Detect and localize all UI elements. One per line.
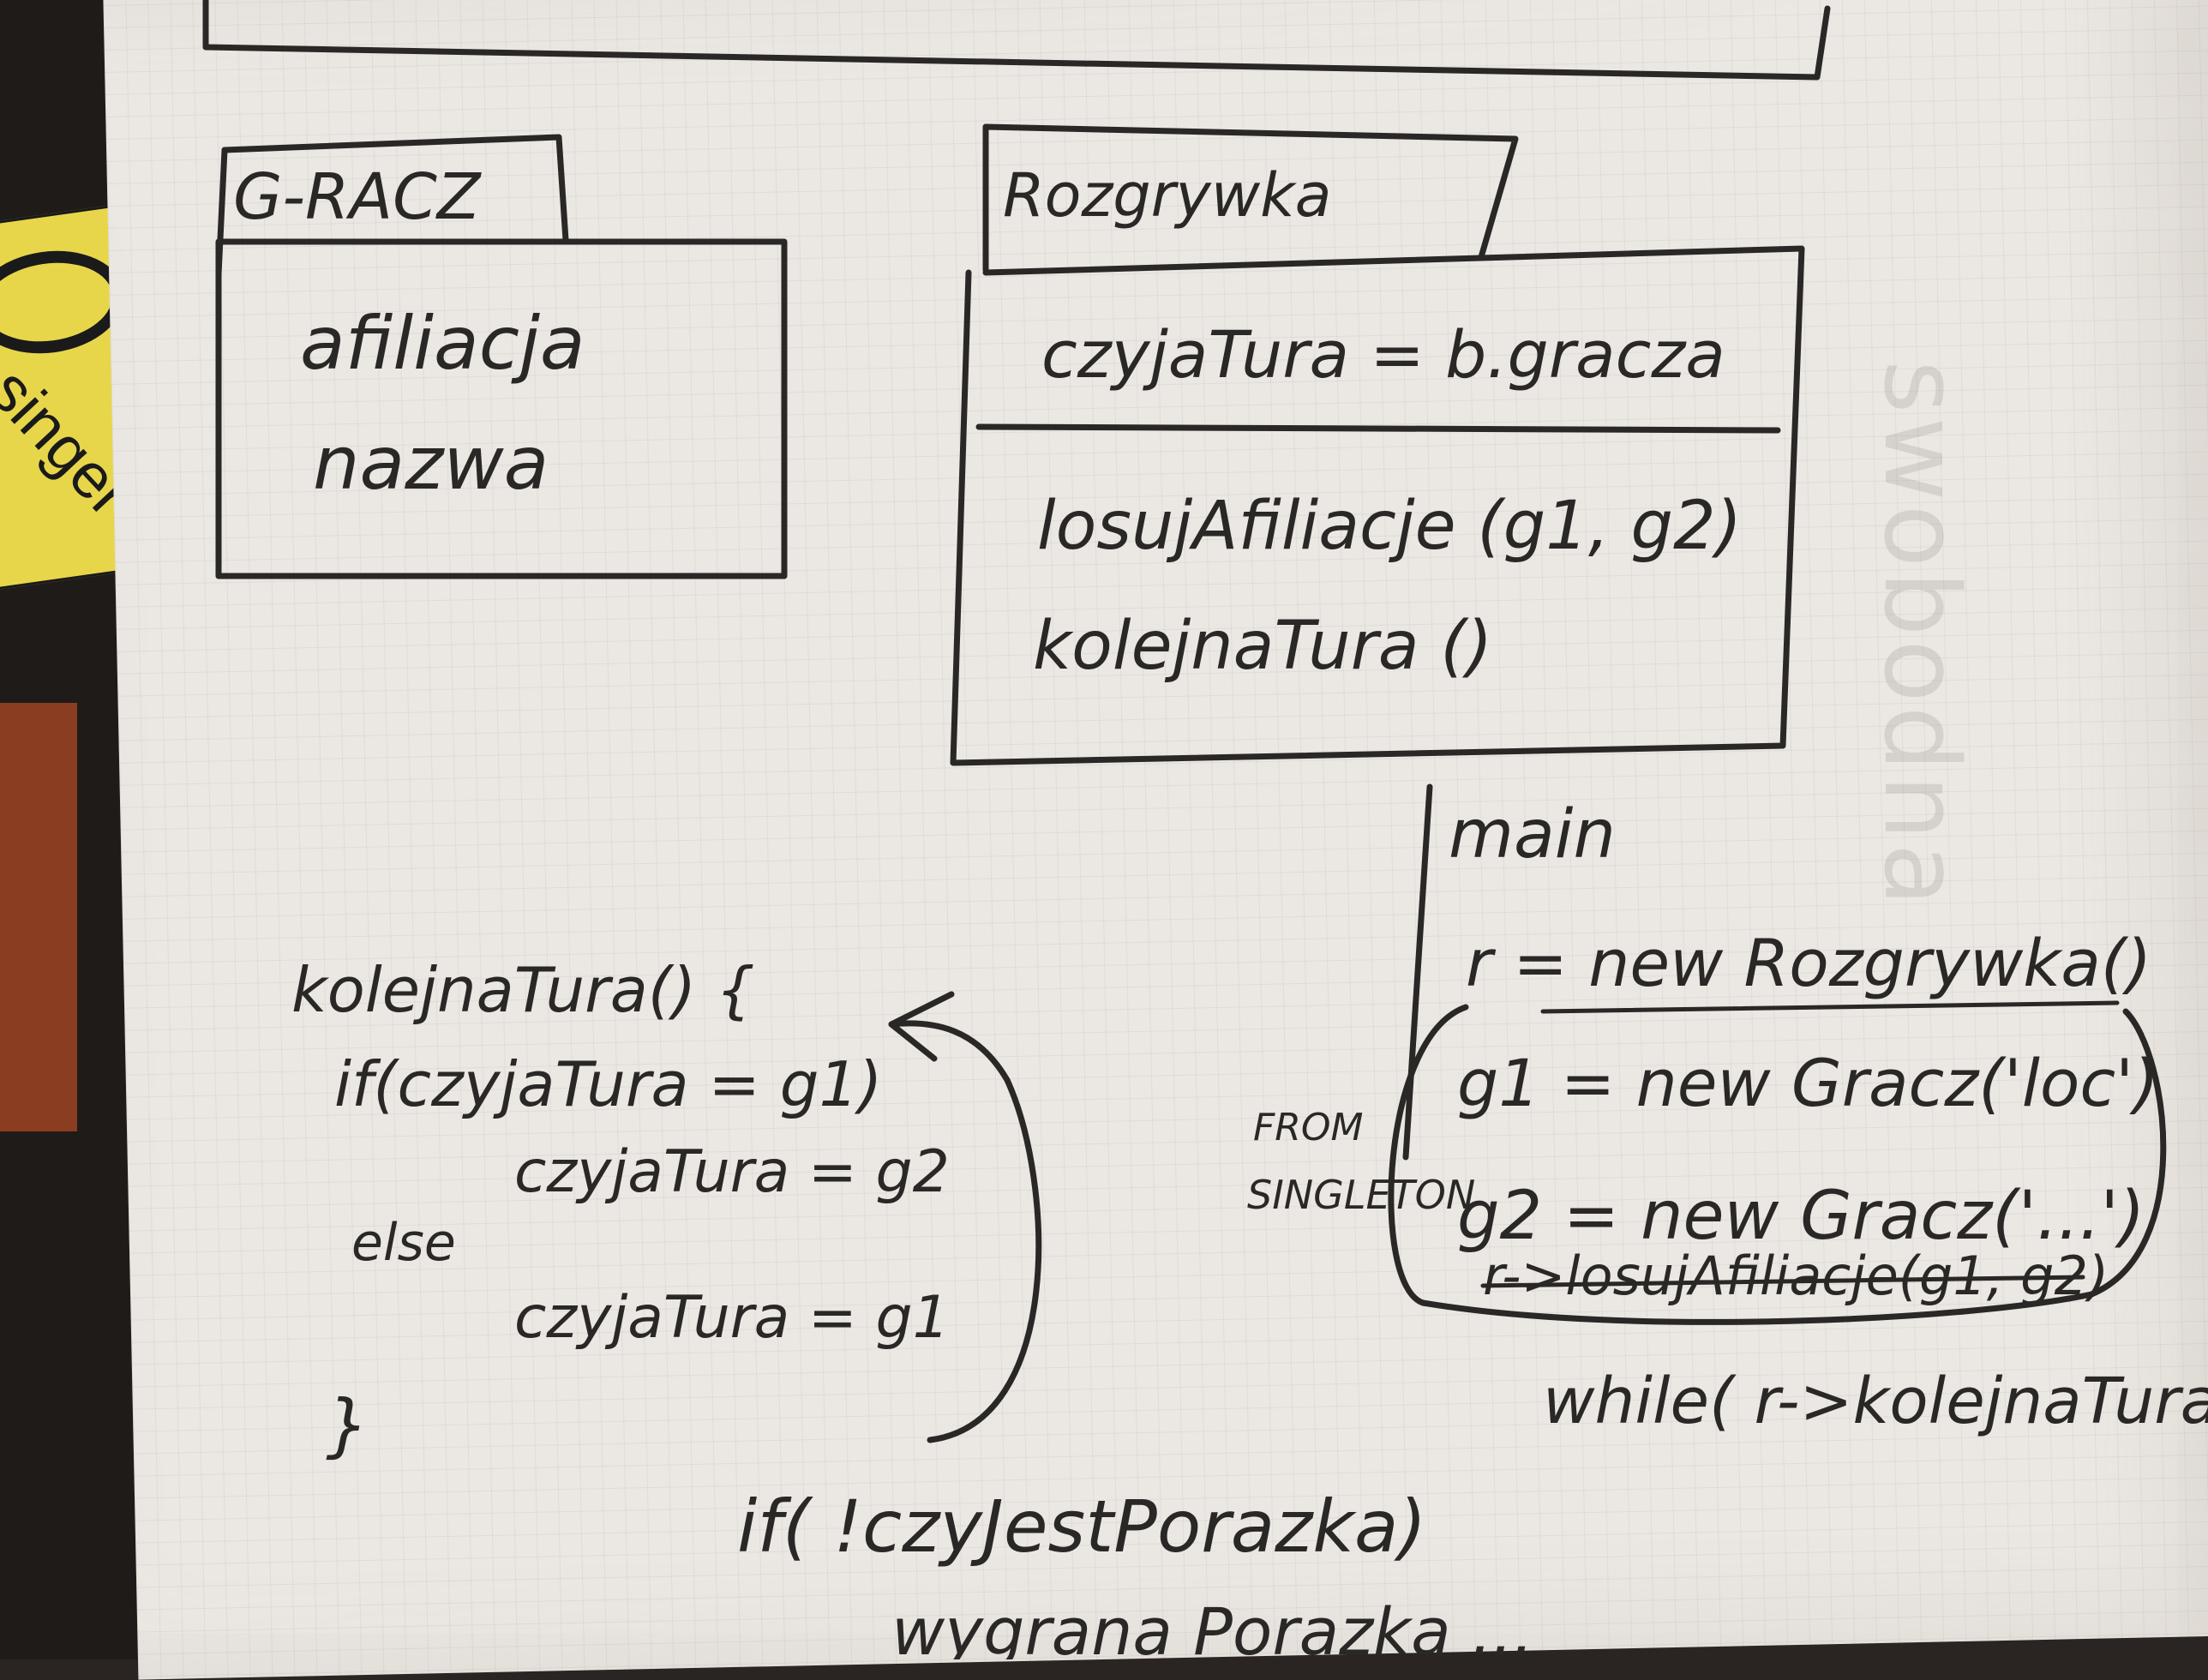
- rozgrywka-class-box: [950, 245, 1805, 766]
- loop-arrow-head: [888, 991, 955, 1062]
- rozgrywka-attr-divider: [975, 423, 1781, 434]
- right-code-line-3: g2 = new Gracz('...'): [1457, 1178, 2145, 1255]
- right-side-label-2: SINGLETON: [1247, 1172, 1475, 1218]
- singleton-loop: [1388, 1004, 2167, 1325]
- left-code-after-1: if( !czyJestPorazka): [737, 1485, 1426, 1569]
- left-code-line-3: czyjaTura = g2: [514, 1138, 950, 1206]
- rozgrywka-class-name: Rozgrywka: [1003, 160, 1332, 231]
- underline-rozgrywka: [1540, 1000, 2120, 1014]
- left-code-line-6: }: [326, 1385, 369, 1465]
- rozgrywka-name-compartment: [982, 123, 1519, 261]
- top-box-edge: [202, 0, 1831, 81]
- left-code-line-1: kolejnaTura() {: [291, 954, 755, 1026]
- rozgrywka-attr-czyjatura: czyjaTura = b.gracza: [1041, 316, 1725, 393]
- strike-losuj: [1480, 1275, 2085, 1288]
- right-code-line-5: while( r->kolejnaTura): [1543, 1365, 2208, 1438]
- left-code-after-2: wygrana Porazka ...: [891, 1593, 1533, 1659]
- gracz-class-name: G-RACZ: [233, 160, 483, 234]
- gracz-name-compartment: [221, 134, 569, 243]
- left-code-line-4: else: [351, 1213, 456, 1273]
- gracz-attr-afiliacja: afiliacja: [300, 301, 585, 387]
- right-code-line-2: g1 = new Gracz('loc'): [1457, 1045, 2159, 1121]
- loop-arrow: [888, 1020, 1042, 1443]
- right-side-label-1: FROM: [1253, 1106, 1363, 1149]
- rozgrywka-method-kolejna: kolejnaTura (): [1033, 608, 1492, 685]
- main-bracket-line: [1402, 783, 1433, 1161]
- left-code-line-2: if(czyjaTura = g1): [334, 1048, 882, 1120]
- right-code-line-1: r = new Rozgrywka(): [1466, 925, 2151, 1001]
- left-code-line-5: czyjaTura = g1: [514, 1284, 950, 1352]
- gracz-attr-nazwa: nazwa: [313, 421, 549, 507]
- rozgrywka-method-losuj: losujAfiliacje (g1, g2): [1037, 488, 1742, 565]
- right-code-line-4: r->losujAfiliacje(g1, g2): [1483, 1245, 2109, 1307]
- desk-wood-edge: [0, 703, 77, 1131]
- right-main-label: main: [1449, 796, 1616, 873]
- gracz-class-box: [215, 238, 788, 579]
